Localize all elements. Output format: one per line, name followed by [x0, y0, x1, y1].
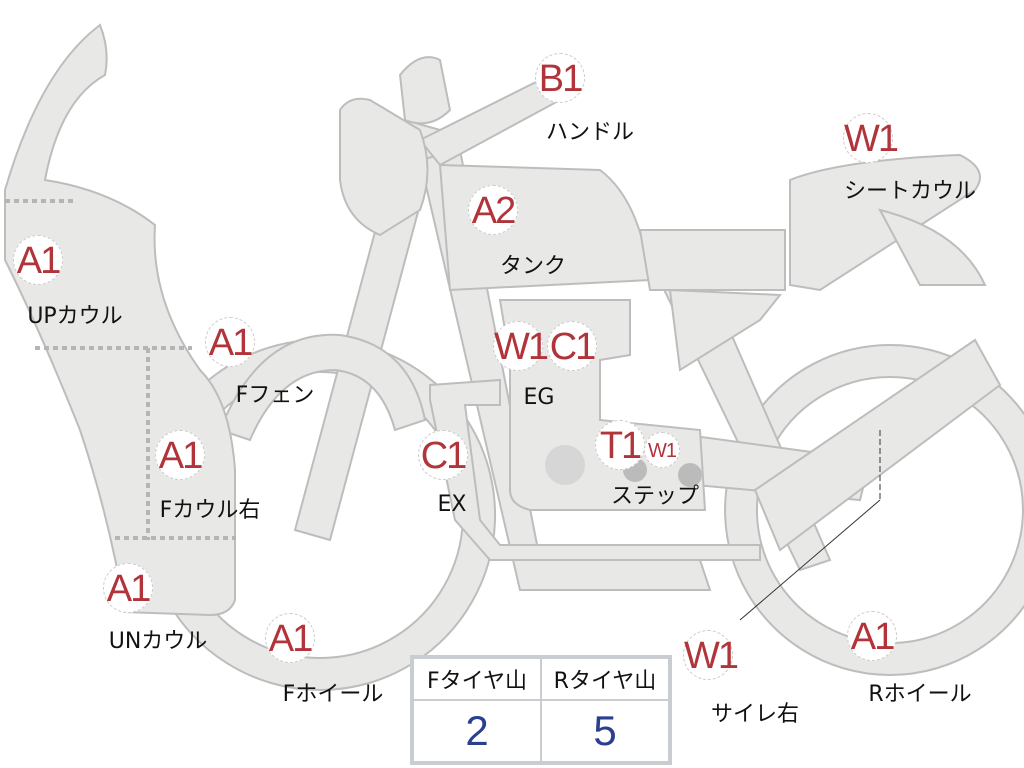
code-badge-engine-1: W1 — [493, 321, 549, 371]
front-fork — [293, 118, 442, 542]
code-badge-exhaust: C1 — [418, 430, 468, 480]
label-silencer-right: サイレ右 — [710, 702, 800, 727]
tire-tread-table: Fタイヤ山 Rタイヤ山 2 5 — [410, 655, 672, 765]
code-badge-step-2: W1 — [644, 432, 680, 468]
value-rear-tire: 5 — [541, 700, 669, 762]
label-upper-cowl: UPカウル — [27, 304, 123, 329]
exhaust-pipe — [429, 378, 761, 561]
label-front-fender: Fフェン — [235, 383, 315, 408]
code-badge-front-cowl-right: A1 — [155, 430, 205, 480]
label-handlebar: ハンドル — [545, 120, 635, 145]
code-badge-step-1: T1 — [595, 420, 645, 470]
code-badge-front-wheel: A1 — [265, 613, 315, 663]
front-fender — [218, 333, 427, 442]
code-badge-engine-2: C1 — [547, 321, 597, 371]
code-badge-front-fender: A1 — [205, 317, 255, 367]
label-exhaust: EX — [437, 492, 467, 517]
label-front-cowl-right: Fカウル右 — [159, 498, 261, 523]
code-badge-rear-wheel: A1 — [847, 611, 897, 661]
seat — [638, 229, 786, 291]
label-under-cowl: UNカウル — [108, 629, 208, 654]
header-front-tire: Fタイヤ山 — [413, 658, 541, 700]
code-badge-silencer-right: W1 — [683, 630, 739, 680]
value-front-tire: 2 — [413, 700, 541, 762]
code-badge-under-cowl: A1 — [103, 563, 153, 613]
code-badge-upper-cowl: A1 — [13, 235, 63, 285]
label-step: ステップ — [610, 484, 700, 509]
silencer — [753, 338, 1002, 552]
header-rear-tire: Rタイヤ山 — [541, 658, 669, 700]
seat-cowl — [789, 153, 981, 292]
label-front-wheel: Fホイール — [282, 682, 384, 707]
label-tank: タンク — [499, 254, 567, 279]
code-badge-handlebar: B1 — [535, 53, 585, 103]
label-engine: EG — [523, 385, 555, 410]
label-rear-wheel: Rホイール — [868, 682, 972, 707]
label-seat-cowl: シートカウル — [843, 179, 977, 204]
code-badge-seat-cowl: W1 — [843, 113, 899, 163]
code-badge-tank: A2 — [468, 185, 518, 235]
